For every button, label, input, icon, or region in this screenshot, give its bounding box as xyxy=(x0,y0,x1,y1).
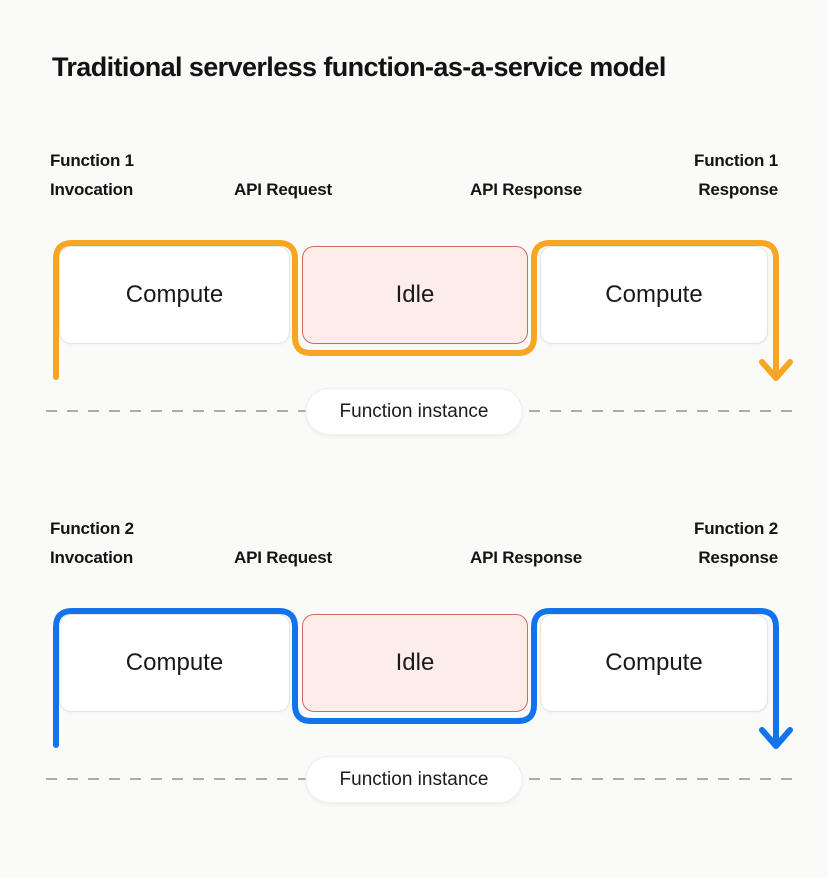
function-instance-row-1: Function instance xyxy=(0,388,828,436)
execution-path-svg xyxy=(53,240,793,381)
execution-path-svg xyxy=(53,608,793,749)
label-line: Response xyxy=(698,548,778,567)
label-function2-response: Function 2 Response xyxy=(694,514,778,572)
label-api-response: API Response xyxy=(470,548,582,567)
label-line: Response xyxy=(698,180,778,199)
execution-path-function-2: Compute Idle Compute xyxy=(0,593,828,763)
function-instance-row-2: Function instance xyxy=(0,756,828,804)
compute-box: Compute xyxy=(540,246,768,344)
page-title: Traditional serverless function-as-a-ser… xyxy=(52,52,666,82)
label-line: Function 2 xyxy=(694,519,778,538)
flow-line xyxy=(53,240,779,380)
function-instance-pill: Function instance xyxy=(305,756,523,803)
execution-path-function-1: Compute Idle Compute xyxy=(0,225,828,395)
label-line: Function 1 xyxy=(694,151,778,170)
function-instance-pill: Function instance xyxy=(305,388,523,435)
timeline-labels-function-1: Function 1 Invocation API Request API Re… xyxy=(0,146,828,202)
idle-box: Idle xyxy=(302,246,528,344)
timeline-labels-function-2: Function 2 Invocation API Request API Re… xyxy=(0,514,828,570)
label-api-request: API Request xyxy=(234,180,332,199)
flow-line xyxy=(53,608,779,748)
label-function1-invocation: Function 1 Invocation xyxy=(50,146,134,204)
label-api-request: API Request xyxy=(234,548,332,567)
label-api-response: API Response xyxy=(470,180,582,199)
compute-box: Compute xyxy=(59,614,290,712)
compute-box: Compute xyxy=(540,614,768,712)
arrow-down-icon xyxy=(759,359,793,381)
arrow-down-icon xyxy=(759,727,793,749)
label-line: Function 2 xyxy=(50,519,134,538)
label-function2-invocation: Function 2 Invocation xyxy=(50,514,134,572)
label-line: Invocation xyxy=(50,548,134,567)
label-function1-response: Function 1 Response xyxy=(694,146,778,204)
idle-box: Idle xyxy=(302,614,528,712)
label-line: Function 1 xyxy=(50,151,134,170)
compute-box: Compute xyxy=(59,246,290,344)
label-line: Invocation xyxy=(50,180,134,199)
